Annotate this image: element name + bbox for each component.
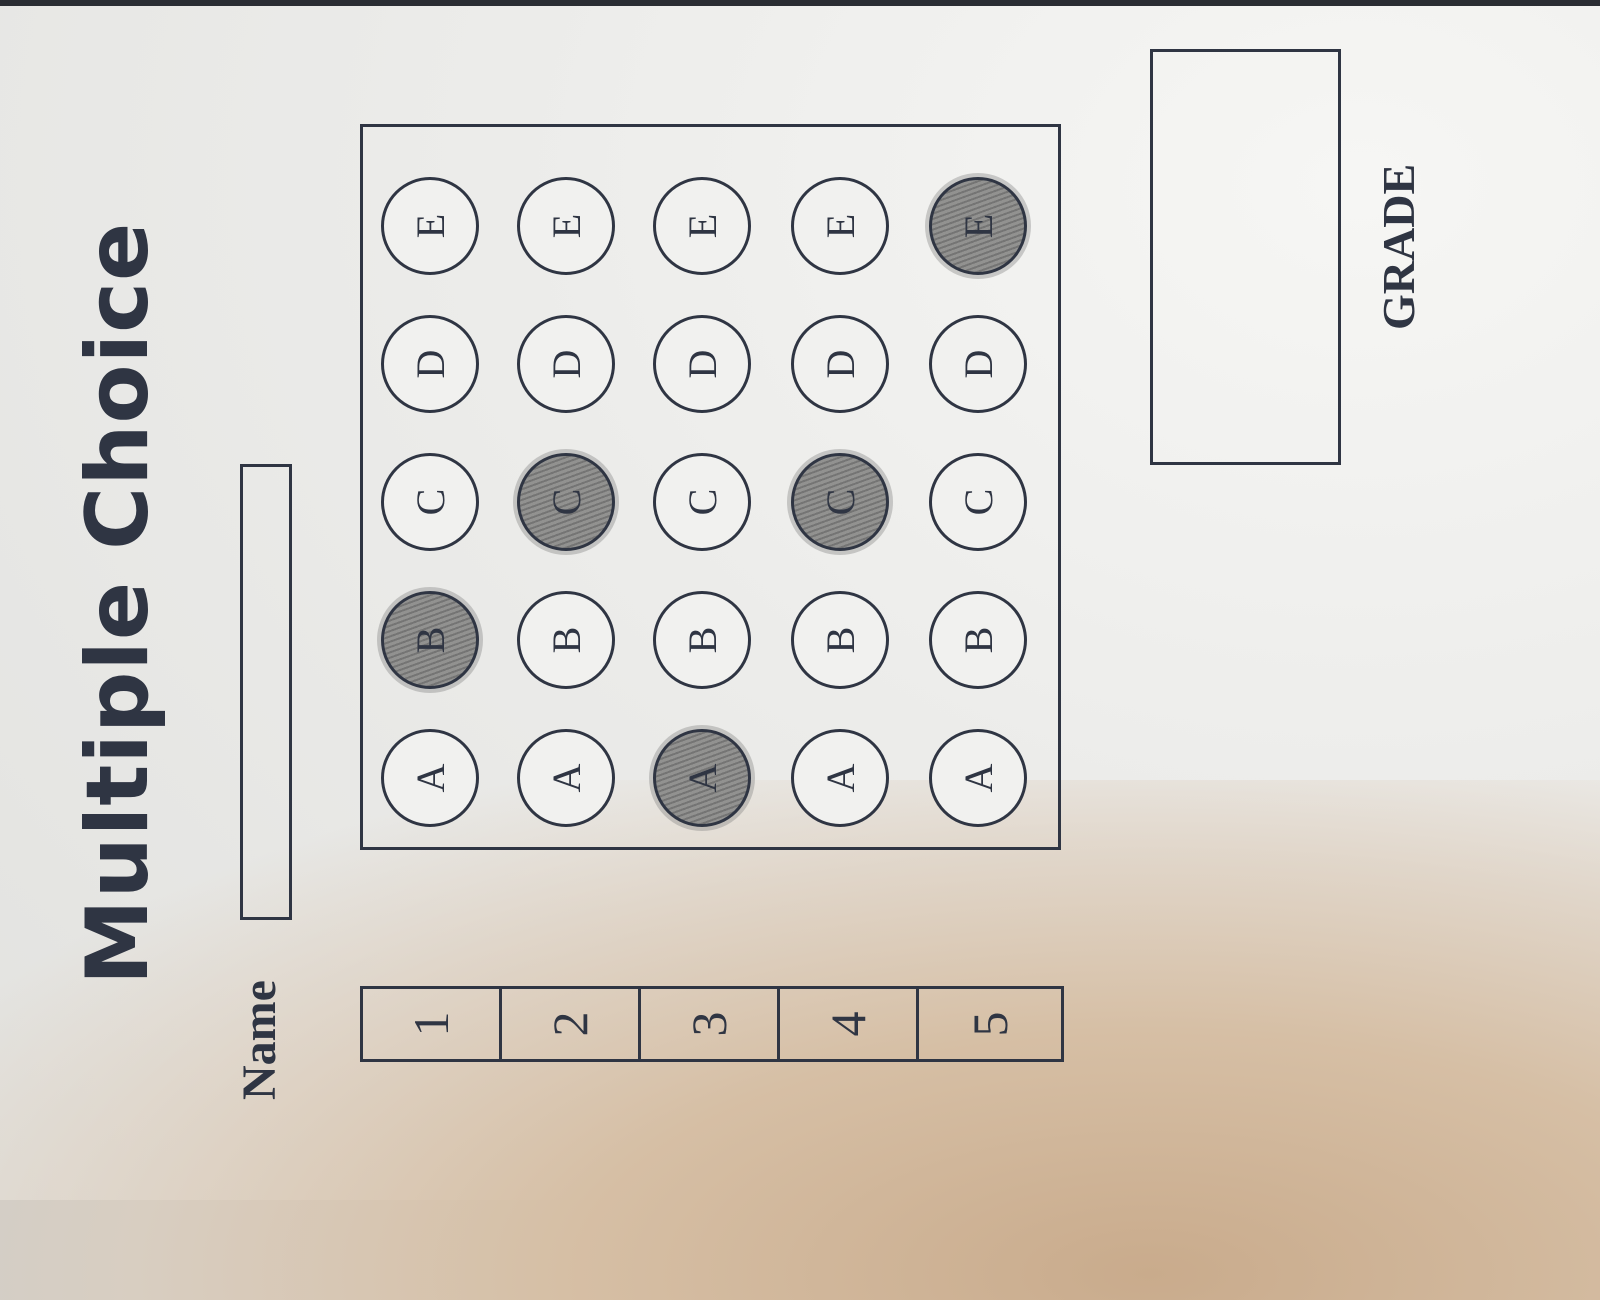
question-number-column: 1 2 3 4 5 — [360, 986, 1064, 1062]
question-number: 1 — [363, 989, 502, 1059]
answer-bubble[interactable]: A — [791, 729, 889, 827]
question-number: 3 — [641, 989, 780, 1059]
answer-bubble[interactable]: A — [653, 729, 751, 827]
answer-bubble[interactable]: E — [791, 177, 889, 275]
answer-bubble[interactable]: A — [381, 729, 479, 827]
answer-bubble[interactable]: A — [517, 729, 615, 827]
answer-bubble[interactable]: E — [517, 177, 615, 275]
answer-bubble[interactable]: D — [653, 315, 751, 413]
answer-bubble[interactable]: B — [791, 591, 889, 689]
question-number: 4 — [780, 989, 919, 1059]
answer-bubble[interactable]: D — [381, 315, 479, 413]
answer-bubble[interactable]: D — [517, 315, 615, 413]
name-label: Name — [233, 980, 286, 1100]
answer-bubble[interactable]: C — [929, 453, 1027, 551]
answer-bubble[interactable]: A — [929, 729, 1027, 827]
answer-bubble[interactable]: E — [929, 177, 1027, 275]
name-field[interactable] — [240, 464, 292, 920]
answer-bubble[interactable]: E — [381, 177, 479, 275]
answer-bubble[interactable]: E — [653, 177, 751, 275]
answer-bubble[interactable]: D — [791, 315, 889, 413]
answer-bubble[interactable]: B — [929, 591, 1027, 689]
answer-bubble[interactable]: D — [929, 315, 1027, 413]
answer-bubble[interactable]: C — [517, 453, 615, 551]
grade-label: GRADE — [1373, 163, 1424, 330]
answer-bubble[interactable]: B — [653, 591, 751, 689]
page-title: Multiple Choice — [68, 221, 168, 985]
answer-bubble[interactable]: B — [381, 591, 479, 689]
answer-bubble[interactable]: B — [517, 591, 615, 689]
grade-box[interactable] — [1150, 49, 1341, 465]
answer-bubble[interactable]: C — [791, 453, 889, 551]
photo-edge — [0, 0, 1600, 6]
answer-bubble[interactable]: C — [653, 453, 751, 551]
question-number: 2 — [502, 989, 641, 1059]
question-number: 5 — [962, 1011, 1018, 1037]
answer-bubble[interactable]: C — [381, 453, 479, 551]
